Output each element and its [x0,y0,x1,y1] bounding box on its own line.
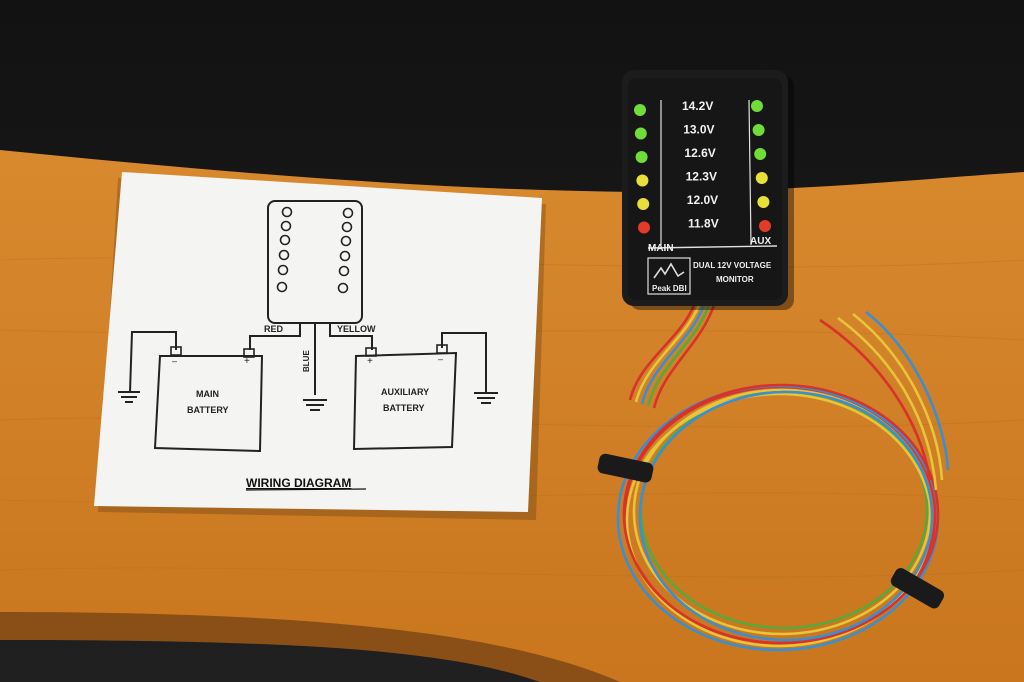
terminal-minus-main: – [172,356,177,366]
main-led-5 [638,221,650,234]
aux-led-4 [757,196,770,208]
zip-tie-right [890,568,945,609]
voltage-label-2: 12.6V [684,146,715,160]
wire-lead-to-monitor [628,304,716,409]
voltage-label-0: 14.2V [682,99,713,113]
voltage-label-5: 11.8V [688,217,719,231]
aux-led-3 [755,172,768,184]
product-line1: DUAL 12V VOLTAGE [693,261,772,270]
monitor-divider [647,245,778,249]
main-led-1 [634,127,647,140]
diagram-title: WIRING DIAGRAM [246,476,351,490]
desk-edge [0,612,620,682]
wiring-diagram-sheet: – + + – RED YELLOW BLUE MAIN BATTERY AUX… [94,172,546,520]
voltage-label-1: 13.0V [683,123,714,137]
aux-led-2 [754,148,767,160]
aux-battery [352,344,458,451]
voltage-label-4: 12.0V [687,193,718,207]
paper [94,172,542,512]
aux-led-5 [759,220,771,232]
brand-logo-box [647,257,691,295]
wire-label-yellow: YELLOW [337,324,376,334]
main-battery-line2: BATTERY [187,405,229,415]
wire-label-red: RED [264,324,284,334]
terminal-minus-aux: – [438,354,443,364]
connector-pins [276,206,354,294]
terminal-plus-main: + [244,356,250,367]
main-battery [153,346,264,453]
wire-label-blue: BLUE [302,350,311,372]
terminal-plus-aux: + [367,356,373,367]
brand-name: Peak DBI [652,284,687,293]
voltage-label-3: 12.3V [686,170,717,184]
diagram-title-underline [245,488,367,491]
wire-coil [616,383,940,652]
aux-battery-line1: AUXILIARY [381,387,429,397]
mountain-logo-icon [653,262,685,279]
main-led-4 [637,198,650,210]
zip-tie-left [597,453,654,483]
main-led-0 [634,104,646,116]
main-led-3 [636,174,649,187]
wire-loose-ends [819,310,950,491]
aux-led-1 [752,124,765,136]
diagram-wires [129,323,487,395]
monitor-bracket-right [748,99,752,246]
aux-led-0 [751,100,763,112]
main-label: MAIN [648,243,674,254]
product-line2: MONITOR [716,275,754,284]
aux-label: AUX [750,236,771,247]
main-led-2 [635,151,648,163]
monitor-face [628,78,782,300]
ground-symbols [118,391,498,411]
main-battery-line1: MAIN [196,389,219,399]
aux-battery-line2: BATTERY [383,403,425,413]
